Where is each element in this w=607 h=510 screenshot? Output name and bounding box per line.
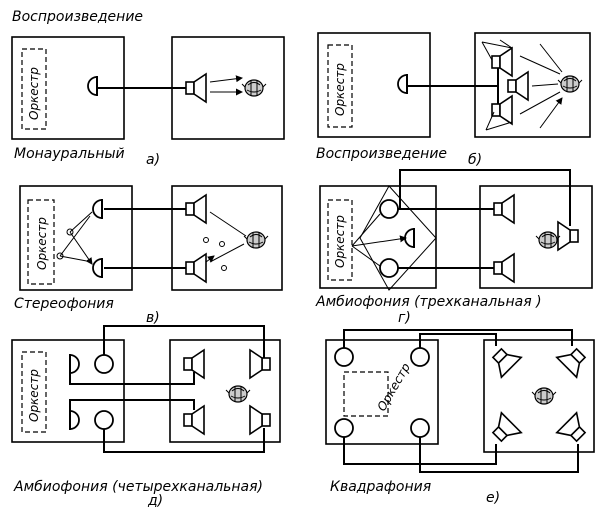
letter-e: е) xyxy=(486,490,500,506)
caption-d: Амбиофония (четырехканальная) xyxy=(13,479,263,495)
letter-g: г) xyxy=(398,310,411,326)
listener-head-icon xyxy=(535,231,561,249)
listening-room xyxy=(169,339,281,443)
listener-head-icon xyxy=(241,79,267,97)
loudspeaker-icon xyxy=(493,194,515,224)
listening-room xyxy=(171,185,283,291)
listening-room xyxy=(479,185,593,289)
loudspeaker-icon xyxy=(493,253,515,283)
orchestra-label: Оркестр xyxy=(333,63,347,116)
studio-room xyxy=(325,339,439,445)
orchestra-box xyxy=(27,199,55,285)
studio-room xyxy=(319,185,437,289)
microphone-icon xyxy=(397,73,408,95)
listening-room xyxy=(483,339,595,453)
loudspeaker-icon xyxy=(491,95,513,125)
caption-g: Амбиофония (трехканальная ) xyxy=(315,294,542,310)
caption-e: Квадрафония xyxy=(330,479,431,495)
loudspeaker-icon xyxy=(486,411,523,448)
caption-v: Стереофония xyxy=(14,296,114,312)
microphone-icon xyxy=(69,409,80,431)
microphone-icon xyxy=(404,227,415,249)
microphone-icon xyxy=(92,257,103,279)
panel-v: Оркестр Стереофония в) xyxy=(14,185,283,326)
studio-room xyxy=(11,339,125,443)
microphone-icon xyxy=(379,199,399,219)
loudspeaker-icon xyxy=(491,47,513,77)
panel-e: Оркестр Квадрафония е) xyxy=(325,329,595,506)
listener-head-icon xyxy=(243,231,269,249)
microphone-icon xyxy=(92,198,103,220)
panel-g: Оркестр Амбиофония (трехканальная ) г) xyxy=(315,169,593,326)
microphone-icon xyxy=(334,347,354,367)
loudspeaker-icon xyxy=(555,342,592,379)
loudspeaker-icon xyxy=(555,411,592,448)
microphone-icon xyxy=(87,75,98,97)
caption-b: Воспроизведение xyxy=(316,146,447,162)
listening-room xyxy=(171,36,285,140)
orchestra-label: Оркестр xyxy=(35,217,49,270)
panel-d: Оркестр Амбиофония (четырехканальная) д) xyxy=(11,325,281,509)
orchestra-label: Оркестр xyxy=(374,360,413,413)
loudspeaker-icon xyxy=(557,221,579,251)
caption-a: Монауральный xyxy=(14,146,125,162)
loudspeaker-icon xyxy=(183,405,205,435)
loudspeaker-icon xyxy=(249,405,271,435)
loudspeaker-icon xyxy=(185,194,207,224)
microphone-icon xyxy=(334,418,354,438)
panel-a: Воспроизведение Оркестр Монауральный а) xyxy=(11,9,285,168)
letter-b: б) xyxy=(468,152,482,168)
listening-room xyxy=(474,32,591,138)
microphone-icon xyxy=(379,258,399,278)
listener-head-icon xyxy=(225,385,251,403)
orchestra-box xyxy=(21,351,47,433)
listener-head-icon xyxy=(531,387,557,405)
studio-room xyxy=(19,185,133,291)
panel-b: Оркестр Воспроизведение б) xyxy=(316,32,591,168)
loudspeaker-icon xyxy=(486,342,523,379)
orchestra-label: Оркестр xyxy=(27,369,41,422)
loudspeaker-icon xyxy=(185,253,207,283)
loudspeaker-icon xyxy=(249,349,271,379)
letter-a: а) xyxy=(146,152,160,168)
letter-v: в) xyxy=(146,310,160,326)
letter-d: д) xyxy=(147,493,163,509)
microphone-icon xyxy=(69,353,80,375)
top-label: Воспроизведение xyxy=(12,9,143,25)
microphone-icon xyxy=(410,347,430,367)
orchestra-box xyxy=(343,371,389,417)
orchestra-label: Оркестр xyxy=(333,215,347,268)
microphone-icon xyxy=(94,410,114,430)
microphone-icon xyxy=(410,418,430,438)
orchestra-label: Оркестр xyxy=(27,67,41,120)
orchestra-box xyxy=(21,48,47,130)
listener-head-icon xyxy=(557,75,583,93)
orchestra-box xyxy=(327,44,353,128)
loudspeaker-icon xyxy=(185,73,207,103)
orchestra-box xyxy=(327,199,353,281)
microphone-icon xyxy=(94,354,114,374)
